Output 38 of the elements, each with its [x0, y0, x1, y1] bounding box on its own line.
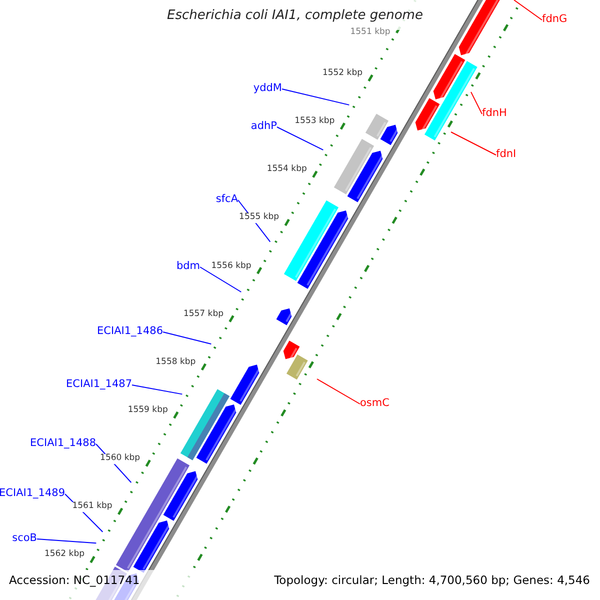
gene-label: fdnH [482, 106, 507, 120]
gene-label: ECIAI1_1489 [0, 486, 65, 500]
leader-line [276, 126, 324, 150]
gene-label: sfcA [216, 192, 238, 206]
tick-label: 1555 kbp [239, 214, 280, 224]
leader-line [200, 266, 242, 292]
title: Escherichia coli IAI1, complete genome [167, 9, 423, 24]
gene-label: yddM [253, 82, 282, 94]
gene-label: osmC [360, 396, 390, 410]
gene-label: adhP [250, 120, 277, 132]
leader-line [36, 538, 97, 544]
tick-label: 1560 kbp [100, 454, 140, 464]
leader-line [282, 88, 350, 106]
gene-label: ECIAI1_1488 [30, 436, 96, 450]
genome-info-label: Topology: circular; Length: 4,700,560 bp; Genes: 4,546 [274, 574, 590, 588]
leader-line [132, 384, 183, 395]
tick-label: 1558 kbp [156, 358, 196, 368]
leader-line [470, 92, 482, 114]
tick-label: 1561 kbp [72, 502, 112, 512]
tick-label: 1553 kbp [294, 117, 335, 128]
tick-label: 1554 kbp [266, 165, 307, 176]
leader-line [450, 132, 496, 156]
gene-label: fdnG [542, 12, 568, 26]
gene-label: fdnI [496, 148, 516, 160]
tick-label: 1562 kbp [44, 550, 84, 560]
leader-line [514, 0, 542, 20]
tick-label: 1552 kbp [322, 69, 362, 79]
leader-line [162, 332, 212, 344]
tick-label: 1557 kbp [183, 310, 224, 320]
tick-label: 1551 kbp [350, 28, 390, 38]
gene-label: ECIAI1_1486 [97, 324, 163, 338]
leader-line [316, 378, 360, 404]
accession-label: Accession: NC_011741 [9, 574, 140, 588]
gene-label: bdm [176, 260, 200, 272]
tick-label: 1559 kbp [128, 406, 168, 416]
gene-label: ECIAI1_1487 [66, 378, 132, 390]
tick-label: 1556 kbp [211, 262, 252, 272]
gene-label: scoB [12, 532, 37, 544]
